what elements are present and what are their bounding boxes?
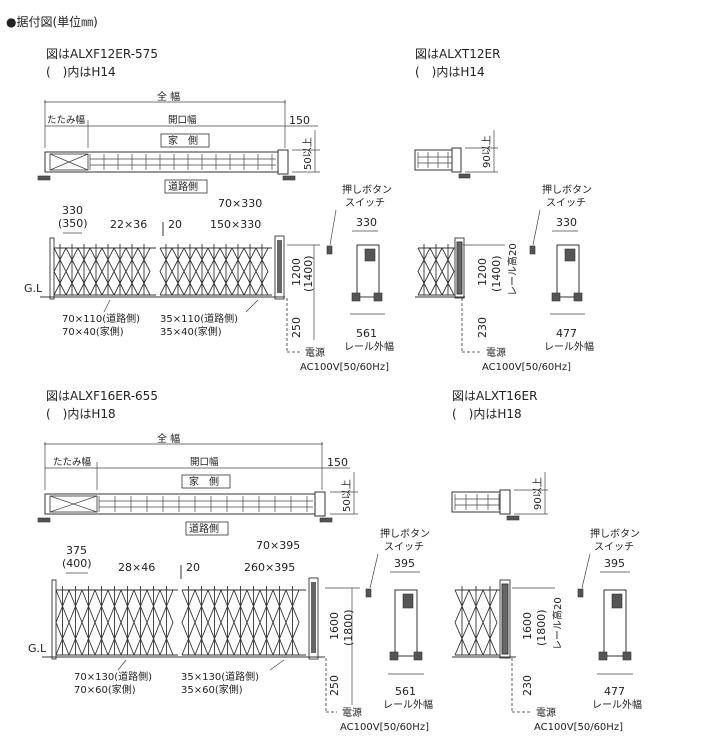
- dim-28x46: 28×46: [118, 561, 155, 574]
- side-width-330: 330: [356, 216, 377, 229]
- height-1200: 1200: [290, 258, 303, 286]
- pillar-size-house-c: 35×60(家側): [181, 683, 243, 696]
- road-side-label: [164, 179, 208, 194]
- section-alxf12er: 図はALXF12ER-575 ( )内はH14 全 幅 たたみ幅 開口幅 150…: [24, 47, 394, 373]
- clearance-50: 50以上: [302, 137, 314, 170]
- power-label-b: 電源: [486, 346, 506, 359]
- side-width-395: 395: [394, 557, 415, 570]
- depth-250-c: 250: [328, 675, 341, 696]
- dim-70x330: 70×330: [218, 197, 262, 210]
- depth-230-d: 230: [521, 675, 534, 696]
- power-label-c: 電源: [342, 706, 362, 719]
- section-alxt16er: 図はALXT16ER ( )内はH18 90以上 1600 (1800) レール…: [451, 389, 642, 733]
- dim-375: 375: [66, 544, 87, 557]
- power-label-d: 電源: [536, 706, 556, 719]
- clearance-90-d: 90以上: [532, 477, 544, 510]
- rail-height-20-d: レール高20: [551, 597, 564, 650]
- height-1400: (1400): [302, 255, 315, 292]
- dim-total-width: 全 幅: [157, 90, 180, 103]
- house-side-text: 家 側: [168, 134, 198, 147]
- rail-width-561: 561: [356, 327, 377, 340]
- dim-fold-width: たたみ幅: [47, 114, 86, 126]
- dim-20-c: 20: [186, 561, 200, 574]
- rail-outer-width-label-d: レール外幅: [592, 698, 642, 711]
- drawing-title: ●据付図(単位㎜): [6, 14, 98, 29]
- post-size-house: 70×40(家側): [62, 325, 124, 338]
- section-b-caption: 図はALXT12ER: [415, 47, 500, 61]
- clearance-90: 90以上: [481, 135, 493, 168]
- height-1400-b: (1400): [490, 255, 503, 292]
- section-a-caption: 図はALXF12ER-575: [46, 47, 158, 61]
- road-side-text-c: 道路側: [189, 522, 219, 535]
- section-c-caption: 図はALXF16ER-655: [46, 389, 158, 403]
- switch-label-c: スイッチ: [384, 541, 424, 553]
- switch-label-b: スイッチ: [546, 197, 586, 209]
- switch-label-d: スイッチ: [594, 541, 634, 553]
- pillar-size-road-c: 35×130(道路側): [181, 670, 259, 683]
- section-a-note: ( )内はH14: [46, 65, 116, 79]
- dim-350: (350): [58, 217, 88, 230]
- dim-opening-width: 開口幅: [168, 114, 197, 126]
- push-button-label-c: 押しボタン: [380, 527, 430, 540]
- section-c-note: ( )内はH18: [46, 407, 116, 421]
- dim-260x395: 260×395: [244, 561, 295, 574]
- section-b-note: ( )内はH14: [415, 65, 485, 79]
- house-side-label: [160, 133, 210, 148]
- depth-250: 250: [290, 317, 303, 338]
- section-alxf16er: 図はALXF16ER-655 ( )内はH18 全 幅 たたみ幅 開口幅 150…: [28, 389, 433, 733]
- rail-width-561-c: 561: [395, 685, 416, 698]
- dim-150: 150: [289, 114, 310, 127]
- switch-label: スイッチ: [345, 197, 385, 209]
- dim-330: 330: [62, 204, 83, 217]
- power-spec-d: AC100V[50/60Hz]: [534, 722, 623, 733]
- height-1800: (1800): [342, 609, 355, 646]
- ground-level-label-c: G.L: [28, 642, 47, 655]
- pillar-size-house: 35×40(家側): [160, 325, 222, 338]
- height-1600-d: 1600: [521, 612, 534, 640]
- dim-150x330: 150×330: [210, 218, 261, 231]
- dim-20: 20: [168, 218, 182, 231]
- road-side-text: 道路側: [168, 180, 198, 193]
- post-size-house-c: 70×60(家側): [74, 683, 136, 696]
- clearance-50-c: 50以上: [341, 479, 353, 512]
- dim-total-width-c: 全 幅: [157, 432, 180, 445]
- road-side-label-c: [185, 521, 229, 536]
- post-size-road: 70×110(道路側): [62, 312, 140, 325]
- power-spec-b: AC100V[50/60Hz]: [482, 362, 571, 373]
- house-side-text-c: 家 側: [189, 475, 219, 488]
- rail-outer-width-label: レール外幅: [344, 340, 394, 353]
- rail-outer-width-label-c: レール外幅: [383, 698, 433, 711]
- dim-150-c: 150: [327, 456, 348, 469]
- dim-400: (400): [62, 557, 92, 570]
- height-1600: 1600: [328, 612, 341, 640]
- side-width-330-b: 330: [556, 216, 577, 229]
- rail-height-20: レール高20: [506, 243, 519, 296]
- ground-level-label: G.L: [24, 282, 43, 295]
- pillar-size-road: 35×110(道路側): [160, 312, 238, 325]
- dim-opening-width-c: 開口幅: [190, 456, 219, 468]
- dim-fold-width-c: たたみ幅: [53, 456, 92, 468]
- power-label: 電源: [305, 346, 325, 359]
- section-d-caption: 図はALXT16ER: [452, 389, 537, 403]
- house-side-label-c: [181, 474, 231, 489]
- power-spec: AC100V[50/60Hz]: [300, 362, 389, 373]
- rail-width-477: 477: [556, 327, 577, 340]
- dim-70x395: 70×395: [256, 539, 300, 552]
- push-button-label: 押しボタン: [342, 183, 392, 196]
- side-width-395-d: 395: [604, 557, 625, 570]
- rail-width-477-d: 477: [604, 685, 625, 698]
- section-alxt12er: 図はALXT12ER ( )内はH14 90以上 1200 (1400) レール…: [414, 47, 594, 373]
- section-d-note: ( )内はH18: [452, 407, 522, 421]
- post-size-road-c: 70×130(道路側): [74, 670, 152, 683]
- push-button-label-b: 押しボタン: [542, 183, 592, 196]
- depth-230: 230: [476, 317, 489, 338]
- height-1200-b: 1200: [476, 258, 489, 286]
- height-1800-d: (1800): [535, 609, 548, 646]
- power-spec-c: AC100V[50/60Hz]: [340, 722, 429, 733]
- rail-outer-width-label-b: レール外幅: [544, 340, 594, 353]
- push-button-label-d: 押しボタン: [590, 527, 640, 540]
- dim-22x36: 22×36: [110, 218, 147, 231]
